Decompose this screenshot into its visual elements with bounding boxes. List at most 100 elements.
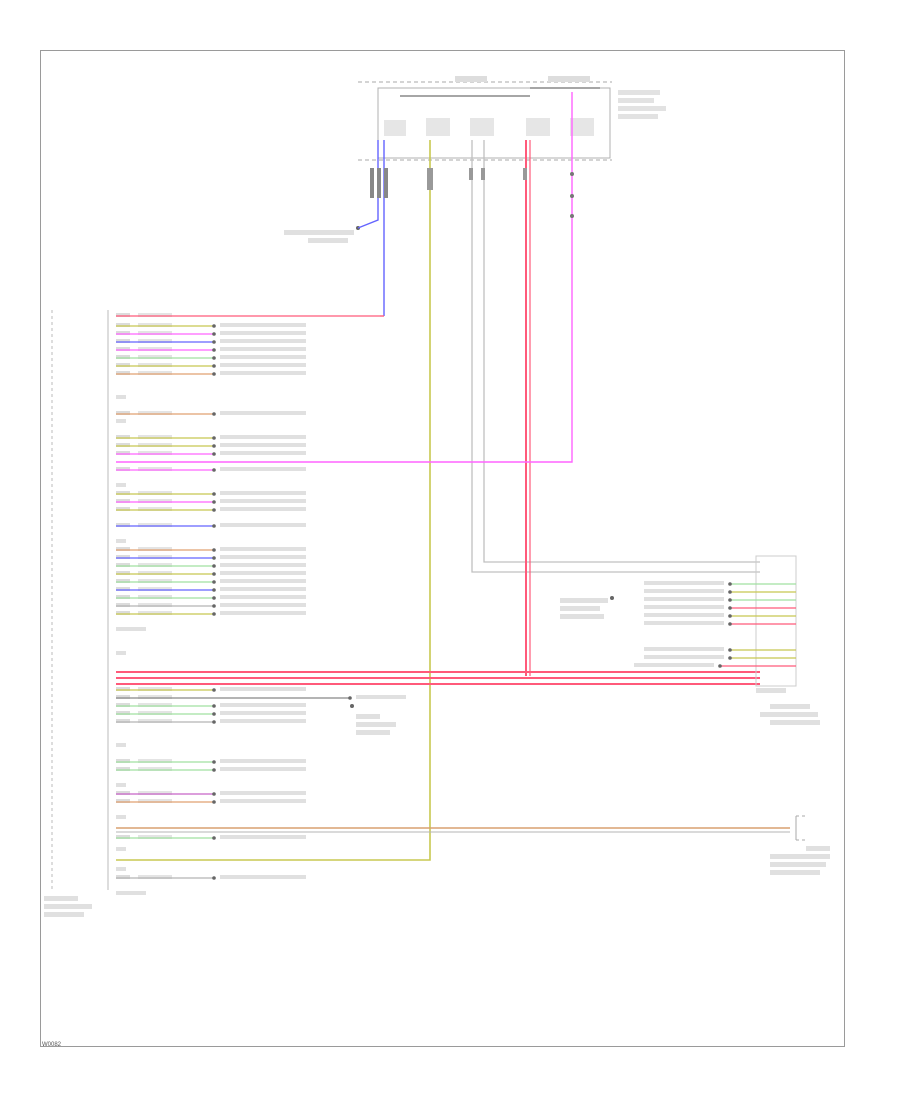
left-wire-code [138, 467, 172, 471]
wire-terminal-dot [728, 656, 732, 660]
wire-terminal-dot [212, 332, 216, 336]
left-pin-label [116, 759, 130, 763]
wire-terminal-dot [728, 614, 732, 618]
left-group-label [116, 539, 126, 543]
right-connector [560, 555, 820, 725]
left-wire-code [138, 799, 172, 803]
left-destination-label [220, 579, 306, 583]
left-destination-label [220, 339, 306, 343]
left-wire-code [138, 555, 172, 559]
left-pin-label [116, 435, 130, 439]
left-pin-label [116, 719, 130, 723]
wire-terminal-dot [212, 412, 216, 416]
left-pin-label [116, 323, 130, 327]
left-destination-label [220, 355, 306, 359]
wire-terminal-dot [212, 800, 216, 804]
left-destination-label [220, 563, 306, 567]
right-row-group [634, 581, 796, 668]
wire-terminal-dot [212, 612, 216, 616]
left-wire-code [138, 371, 172, 375]
diagram-code: W0082 [42, 1042, 62, 1048]
left-row-group [116, 313, 790, 895]
left-pin-label [116, 595, 130, 599]
left-wire-code [138, 563, 172, 567]
left-group-label [116, 815, 126, 819]
left-pin-label [116, 799, 130, 803]
left-group-label [116, 483, 126, 487]
left-destination-label [220, 523, 306, 527]
left-destination-label [220, 595, 306, 599]
wire-terminal-dot [212, 492, 216, 496]
left-destination-label [220, 547, 306, 551]
left-pin-label [116, 547, 130, 551]
left-group-label [116, 891, 146, 895]
wire-terminal-dot [348, 696, 352, 700]
left-destination-label [220, 711, 306, 715]
left-pin-label [116, 451, 130, 455]
left-wire-code [138, 339, 172, 343]
left-group-label [116, 395, 126, 399]
wire-terminal-dot [728, 622, 732, 626]
wire-terminal-dot [212, 876, 216, 880]
left-destination-label [220, 719, 306, 723]
left-wire-code [138, 499, 172, 503]
left-destination-label [220, 603, 306, 607]
wire-terminal-dot [212, 340, 216, 344]
left-destination-label [220, 703, 306, 707]
left-wire-code [138, 507, 172, 511]
wire-terminal-dot [728, 606, 732, 610]
left-pin-label [116, 467, 130, 471]
wire-terminal-dot [212, 524, 216, 528]
left-pin-label [116, 579, 130, 583]
left-destination-label [220, 347, 306, 351]
left-wire-code [138, 603, 172, 607]
wire-terminal-dot [212, 836, 216, 840]
left-connector [44, 310, 109, 917]
wire-terminal-dot [212, 348, 216, 352]
left-destination-label [220, 799, 306, 803]
left-pin-label [116, 507, 130, 511]
left-destination-label [220, 875, 306, 879]
vertical-wires [116, 92, 760, 861]
left-destination-label [220, 363, 306, 367]
wire-terminal-dot [212, 436, 216, 440]
wire-terminal-dot [212, 768, 216, 772]
left-pin-label [116, 603, 130, 607]
left-wire-code [138, 411, 172, 415]
left-wire-code [138, 443, 172, 447]
wire-terminal-dot [212, 548, 216, 552]
left-pin-label [116, 523, 130, 527]
wire-terminal-dot [212, 712, 216, 716]
wire-terminal-dot [212, 508, 216, 512]
left-wire-code [138, 703, 172, 707]
left-pin-label [116, 339, 130, 343]
left-pin-label [116, 499, 130, 503]
left-pin-label [116, 703, 130, 707]
left-destination-label [220, 323, 306, 327]
left-destination-label [220, 435, 306, 439]
left-wire-code [138, 759, 172, 763]
left-wire-code [138, 719, 172, 723]
left-wire-code [138, 579, 172, 583]
left-wire-code [138, 587, 172, 591]
left-wire-code [138, 331, 172, 335]
wire-terminal-dot [212, 580, 216, 584]
left-wire-code [138, 323, 172, 327]
left-wire-code [138, 363, 172, 367]
right-destination-label [644, 655, 724, 659]
left-wire-code [138, 491, 172, 495]
right-destination-label [644, 647, 724, 651]
left-wire-code [138, 595, 172, 599]
wire-terminal-dot [212, 372, 216, 376]
wire-terminal-dot [212, 556, 216, 560]
wire-terminal-dot [212, 760, 216, 764]
right-destination-label [644, 605, 724, 609]
left-destination-label [220, 371, 306, 375]
left-wire-code [138, 835, 172, 839]
right-destination-label [644, 621, 724, 625]
left-pin-label [116, 443, 130, 447]
left-pin-label [116, 695, 130, 699]
left-group-label [116, 627, 146, 631]
left-group-label [116, 743, 126, 747]
